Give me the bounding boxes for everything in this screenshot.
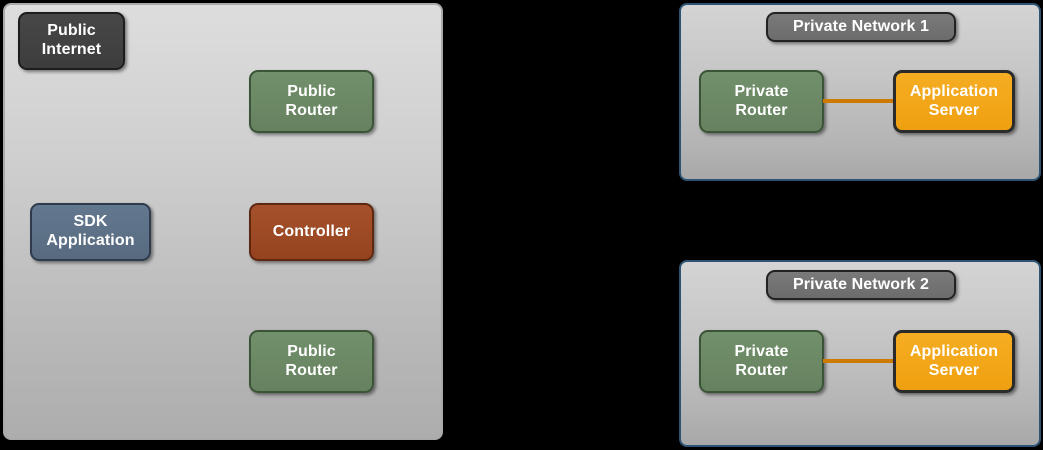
private-network-2-title: Private Network 2 [766,270,956,300]
link-private-router-1-to-application-server-1 [823,99,894,103]
node-controller[interactable]: Controller [249,203,374,261]
link-private-router-2-to-application-server-2 [823,359,894,363]
private-network-1-title: Private Network 1 [766,12,956,42]
node-application-server-2[interactable]: Application Server [893,330,1015,393]
node-public-router-top[interactable]: Public Router [249,70,374,133]
node-sdk-application[interactable]: SDK Application [30,203,151,261]
node-private-router-2[interactable]: Private Router [699,330,824,393]
node-public-router-bottom[interactable]: Public Router [249,330,374,393]
node-private-router-1[interactable]: Private Router [699,70,824,133]
node-application-server-1[interactable]: Application Server [893,70,1015,133]
node-public-internet[interactable]: Public Internet [18,12,125,70]
